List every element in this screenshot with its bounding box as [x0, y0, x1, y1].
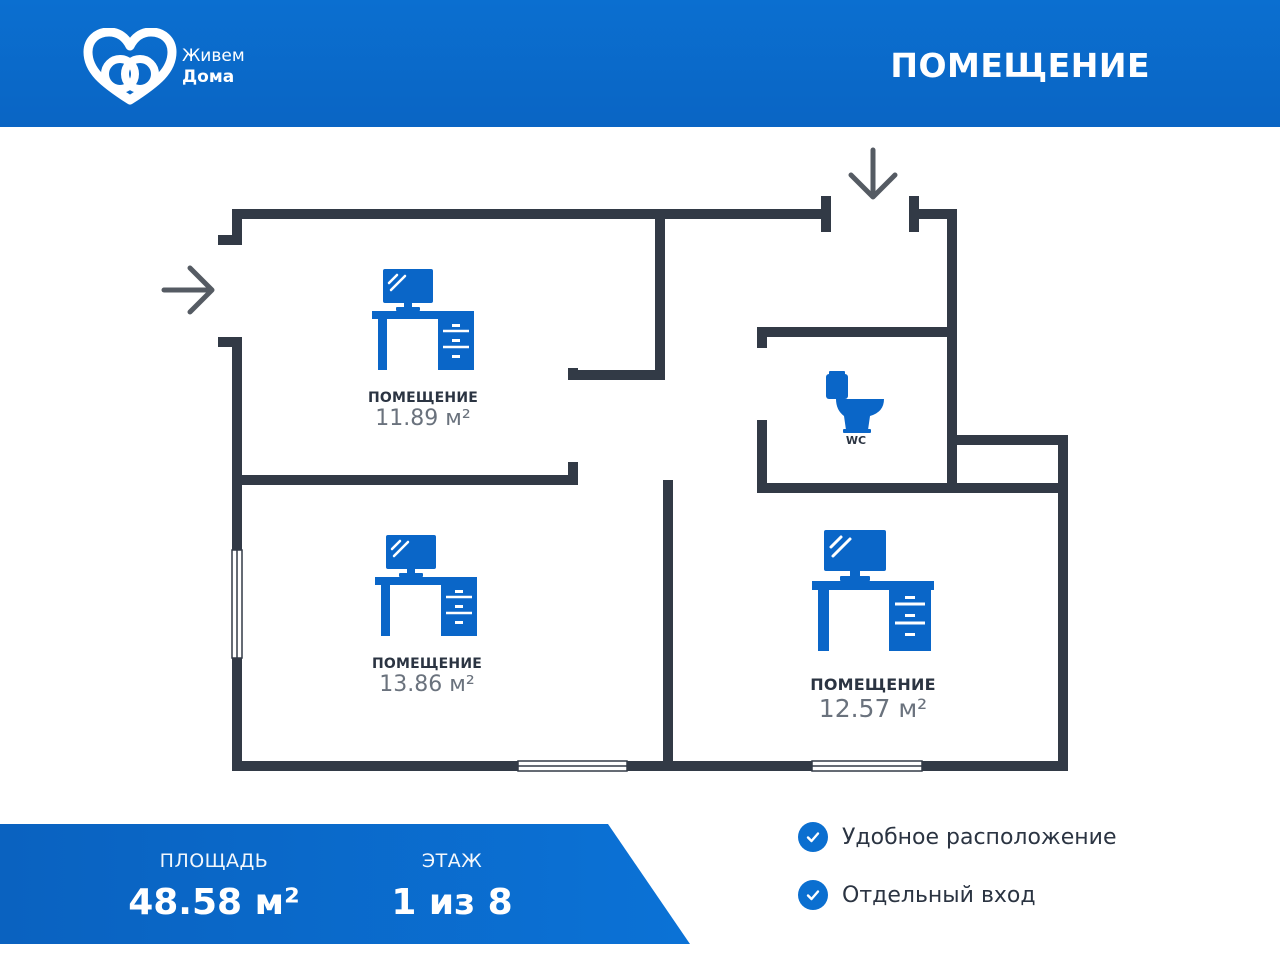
room-label-2: ПОМЕЩЕНИЕ 13.86 м² — [327, 656, 527, 697]
feature-text: Отдельный вход — [842, 882, 1036, 908]
room-area: 13.86 м² — [379, 672, 475, 697]
wc-label: WC — [845, 434, 867, 447]
entry-arrow-icon — [848, 147, 898, 200]
desk-computer-icon — [812, 530, 934, 651]
check-circle-icon — [798, 822, 828, 852]
desk-computer-icon — [372, 269, 474, 370]
brand-name: Живем Дома — [182, 46, 245, 88]
room-name: ПОМЕЩЕНИЕ — [367, 390, 479, 406]
page-title: ПОМЕЩЕНИЕ — [890, 46, 1150, 85]
wall-left — [218, 337, 242, 550]
stats-panel: ПЛОЩАДЬ 48.58 м² ЭТАЖ 1 из 8 — [0, 824, 690, 944]
brand-line-1: Живем — [182, 46, 245, 66]
feature-item: Удобное расположение — [798, 820, 1198, 854]
room-label-1: ПОМЕЩЕНИЕ 11.89 м² — [323, 390, 523, 431]
floor-plan: ПОМЕЩЕНИЕ 11.89 м² ПОМЕЩЕНИЕ 13.86 м² ПО… — [0, 127, 1280, 807]
brand-line-2: Дома — [182, 67, 235, 87]
area-value: 48.58 м² — [128, 882, 300, 923]
room-label-3: ПОМЕЩЕНИЕ 12.57 м² — [773, 675, 973, 723]
wall-right-top — [914, 209, 957, 485]
wall-interior — [237, 462, 578, 485]
wall-wc — [757, 420, 1063, 493]
wall-interior — [568, 214, 665, 380]
entry-arrow-icon — [161, 265, 215, 315]
floor-label: ЭТАЖ — [421, 850, 483, 872]
room-area: 12.57 м² — [818, 694, 928, 723]
room-name: ПОМЕЩЕНИЕ — [371, 656, 483, 672]
floor-plan-walls — [161, 147, 1068, 772]
floor-value: 1 из 8 — [391, 882, 513, 923]
feature-item: Отдельный вход — [798, 878, 1198, 912]
area-label: ПЛОЩАДЬ — [159, 850, 269, 872]
toilet-icon — [826, 371, 884, 433]
logo-icon — [83, 28, 177, 105]
area-stat: ПЛОЩАДЬ 48.58 м² — [114, 850, 314, 923]
wall-bottom-right — [922, 435, 1068, 771]
wall-top — [218, 209, 826, 245]
header: Живем Дома ПОМЕЩЕНИЕ — [0, 0, 1280, 127]
stats-panel-bg — [0, 824, 690, 944]
floor-stat: ЭТАЖ 1 из 8 — [352, 850, 552, 923]
room-name: ПОМЕЩЕНИЕ — [810, 675, 936, 694]
room-area: 11.89 м² — [375, 406, 471, 431]
check-circle-icon — [798, 880, 828, 910]
wall-wc — [757, 327, 952, 348]
desk-computer-icon — [375, 535, 477, 636]
feature-text: Удобное расположение — [842, 824, 1117, 850]
